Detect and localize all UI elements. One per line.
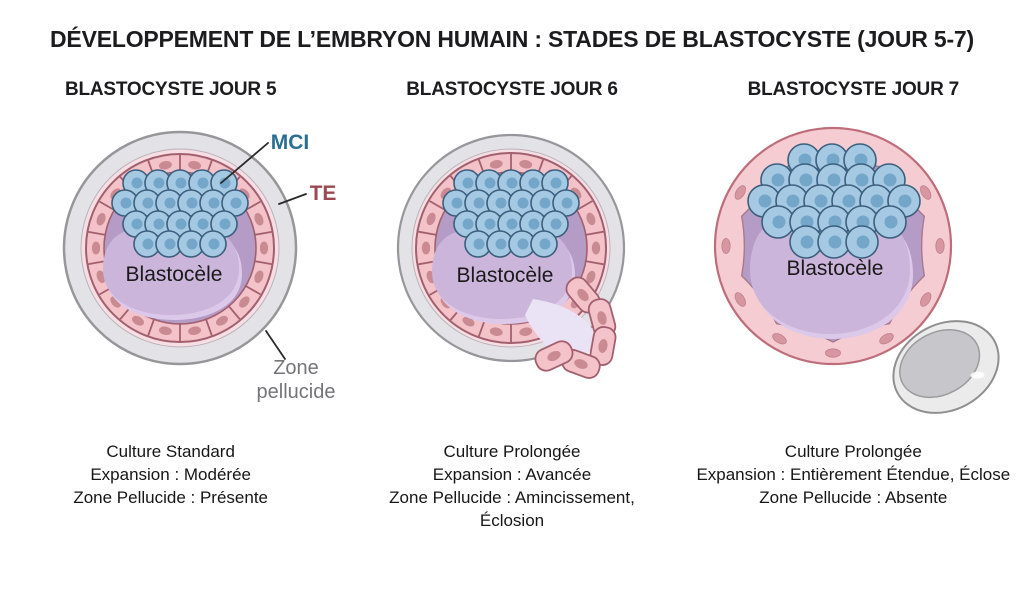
panel-day5-heading: BLASTOCYSTE JOUR 5 bbox=[64, 79, 277, 100]
page-title: DÉVELOPPEMENT DE L’EMBRYON HUMAIN : STAD… bbox=[50, 26, 974, 52]
panels-row: BLASTOCYSTE JOUR 5 bbox=[0, 79, 1024, 532]
day5-annotations: MCI TE Zone pellucide bbox=[220, 131, 337, 403]
panel-day7: BLASTOCYSTE JOUR 7 bbox=[683, 79, 1024, 532]
panel-day6: BLASTOCYSTE JOUR 6 bbox=[341, 79, 682, 532]
panel-day5-caption: Culture Standard Expansion : Modérée Zon… bbox=[73, 442, 268, 507]
blastocyst-day6-illustration: Blastocèle bbox=[397, 133, 626, 382]
panel-day6-heading: BLASTOCYSTE JOUR 6 bbox=[406, 79, 618, 100]
zona-label-line2: pellucide bbox=[257, 381, 336, 403]
panel-day7-caption: Culture Prolongée Expansion : Entièremen… bbox=[696, 442, 1011, 507]
panel-day5: BLASTOCYSTE JOUR 5 bbox=[0, 79, 341, 532]
blastocyst-day5-illustration: Blastocèle MCI TE Zone pellucide bbox=[62, 130, 337, 403]
blastocoel-label-day5: Blastocèle bbox=[126, 263, 223, 286]
zona-pointer-line bbox=[265, 330, 287, 360]
infographic-canvas: DÉVELOPPEMENT DE L’EMBRYON HUMAIN : STAD… bbox=[0, 26, 1024, 591]
blastocoel-label-day6: Blastocèle bbox=[457, 264, 554, 287]
mci-pointer-line bbox=[220, 142, 270, 184]
mci-label: MCI bbox=[271, 131, 310, 154]
blastocyst-day7-illustration: Blastocèle bbox=[713, 126, 1000, 414]
empty-zona-shell bbox=[892, 320, 1000, 414]
day6-hatching-herniation bbox=[525, 272, 619, 382]
te-pointer-line bbox=[278, 193, 308, 205]
blastocoel-label-day7: Blastocèle bbox=[786, 257, 883, 280]
panel-day6-caption: Culture Prolongée Expansion : Avancée Zo… bbox=[389, 442, 635, 530]
te-label: TE bbox=[310, 182, 337, 205]
panel-day7-heading: BLASTOCYSTE JOUR 7 bbox=[747, 79, 960, 100]
day7-ring-nuclei bbox=[721, 185, 945, 358]
zona-label-line1: Zone bbox=[273, 357, 319, 379]
